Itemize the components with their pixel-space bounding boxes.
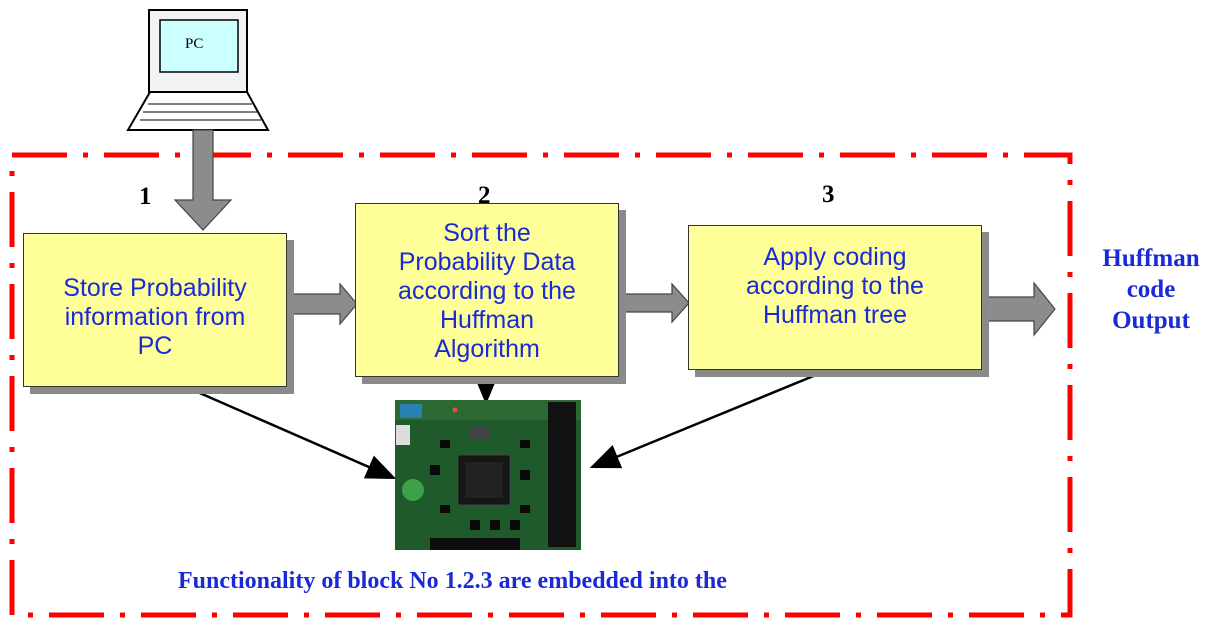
step-3-text: Apply coding according to the Huffman tr…: [746, 243, 924, 329]
arrow-2-to-3: [619, 282, 690, 324]
step-3-number: 3: [816, 181, 841, 209]
output-line-1: Huffman: [1102, 245, 1200, 272]
arrow-1-to-2: [286, 282, 358, 326]
caption: Functionality of block No 1.2.3 are embe…: [178, 568, 727, 594]
fpga-board-image: [395, 400, 581, 550]
output-line-2: code: [1126, 276, 1176, 303]
embedded-boundary: [9, 152, 1073, 618]
pc-label: PC: [185, 36, 204, 52]
output-label: Huffman code Output: [1086, 243, 1216, 336]
step-1-text: Store Probability information from PC: [63, 273, 247, 360]
laptop-icon: [126, 9, 270, 131]
connector-3-to-board: [589, 368, 829, 469]
connector-1-to-board: [169, 378, 397, 480]
step-1-box: Store Probability information from PC: [23, 233, 287, 387]
step-2-text: Sort the Probability Data according to t…: [398, 219, 576, 363]
pc-input-arrow: [173, 129, 233, 231]
step-2-box: Sort the Probability Data according to t…: [355, 203, 619, 377]
step-3-box: Apply coding according to the Huffman tr…: [688, 225, 982, 370]
step-1-number: 1: [133, 183, 158, 211]
arrow-3-to-output: [984, 281, 1056, 337]
output-line-3: Output: [1112, 307, 1190, 334]
